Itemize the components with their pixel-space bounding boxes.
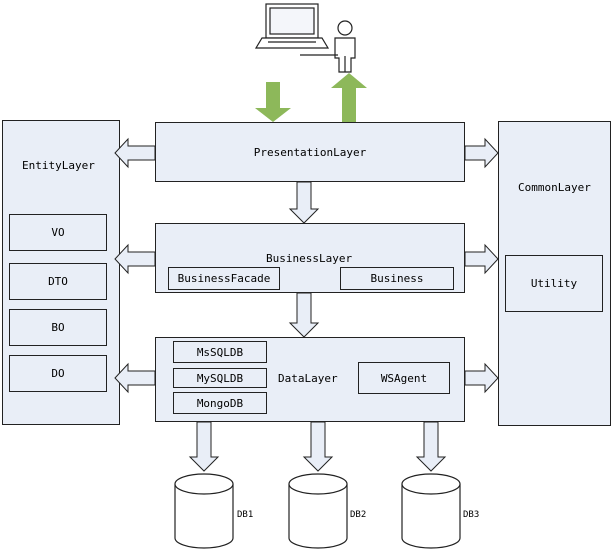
arrow-data-to-db1 <box>188 421 220 472</box>
mysqldb-box: MySQLDB <box>173 368 267 388</box>
mongodb-box: MongoDB <box>173 392 267 414</box>
database-db3-icon <box>401 473 461 549</box>
database-db1-icon <box>174 473 234 549</box>
arrow-business-to-entity <box>114 243 156 275</box>
entity-layer-label: EntityLayer <box>22 159 95 172</box>
business-facade-box: BusinessFacade <box>168 267 280 290</box>
business-box: Business <box>340 267 454 290</box>
arrow-data-to-entity <box>114 362 156 394</box>
user-icon <box>300 20 356 73</box>
arrow-presentation-to-entity <box>114 137 156 169</box>
business-layer-label: BusinessLayer <box>266 252 353 265</box>
arrow-data-to-common <box>464 362 499 394</box>
arrow-business-to-common <box>464 243 499 275</box>
data-layer-label: DataLayer <box>278 372 338 385</box>
utility-box: Utility <box>505 255 603 312</box>
mssqldb-box: MsSQLDB <box>173 341 267 363</box>
entity-item-bo: BO <box>9 309 107 346</box>
arrow-business-to-data <box>288 292 320 338</box>
arrow-presentation-to-common <box>464 137 499 169</box>
presentation-layer-label: PresentationLayer <box>253 145 367 159</box>
green-up-arrow <box>331 73 367 122</box>
database-db2-icon <box>288 473 348 549</box>
entity-item-dto: DTO <box>9 263 107 300</box>
common-layer-label: CommonLayer <box>518 181 591 194</box>
db3-label: DB3 <box>463 510 479 520</box>
db1-label: DB1 <box>237 510 253 520</box>
arrow-data-to-db3 <box>415 421 447 472</box>
arrow-data-to-db2 <box>302 421 334 472</box>
arrow-presentation-to-business <box>288 181 320 224</box>
green-down-arrow <box>255 82 291 122</box>
entity-item-vo: VO <box>9 214 107 251</box>
wsagent-box: WSAgent <box>358 362 450 394</box>
entity-item-do: DO <box>9 355 107 392</box>
laptop-icon <box>254 3 330 49</box>
db2-label: DB2 <box>350 510 366 520</box>
